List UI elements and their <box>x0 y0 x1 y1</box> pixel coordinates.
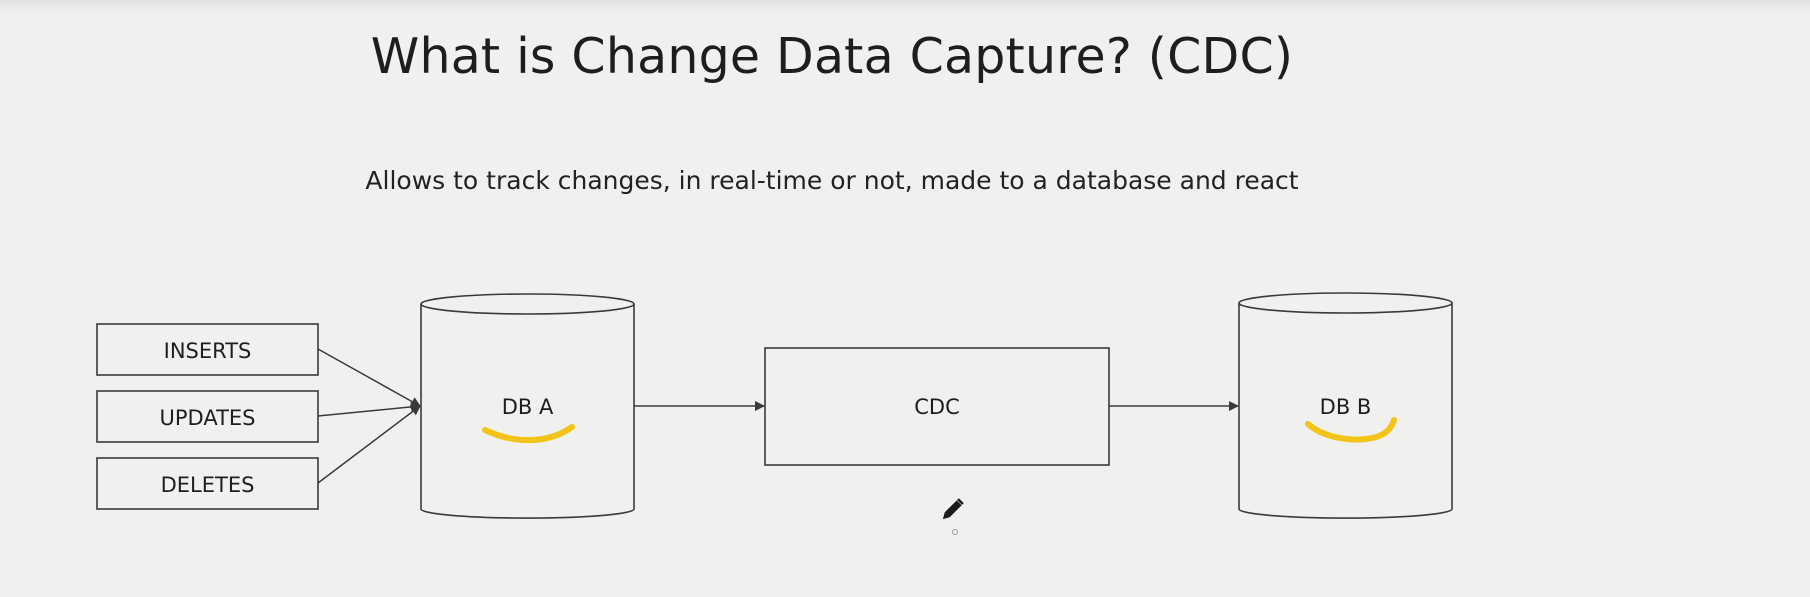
database-label-db-b: DB B <box>1320 395 1372 419</box>
database-cylinder-db-b: DB B <box>1238 292 1453 519</box>
highlight-stroke-db-a <box>482 424 575 444</box>
operation-box-deletes: DELETES <box>96 457 319 510</box>
process-label-cdc: CDC <box>914 395 960 419</box>
operation-box-inserts: INSERTS <box>96 323 319 376</box>
cursor-dot <box>952 529 958 535</box>
connector-deletes-to-db-a <box>317 405 421 484</box>
top-shadow <box>0 0 1810 14</box>
slide-subtitle: Allows to track changes, in real-time or… <box>365 166 1299 195</box>
pencil-icon <box>942 498 964 520</box>
operation-label-deletes: DELETES <box>161 473 255 497</box>
database-cylinder-db-a: DB A <box>420 293 635 519</box>
connector-inserts-to-db-a <box>317 348 421 407</box>
database-label-db-a: DB A <box>502 395 554 419</box>
connector-updates-to-db-a <box>317 401 421 417</box>
slide-title: What is Change Data Capture? (CDC) <box>370 28 1294 85</box>
process-box-cdc: CDC <box>764 347 1110 466</box>
operation-label-updates: UPDATES <box>160 406 256 430</box>
operation-label-inserts: INSERTS <box>164 339 252 363</box>
highlight-stroke-db-b <box>1305 417 1397 443</box>
operation-box-updates: UPDATES <box>96 390 319 443</box>
